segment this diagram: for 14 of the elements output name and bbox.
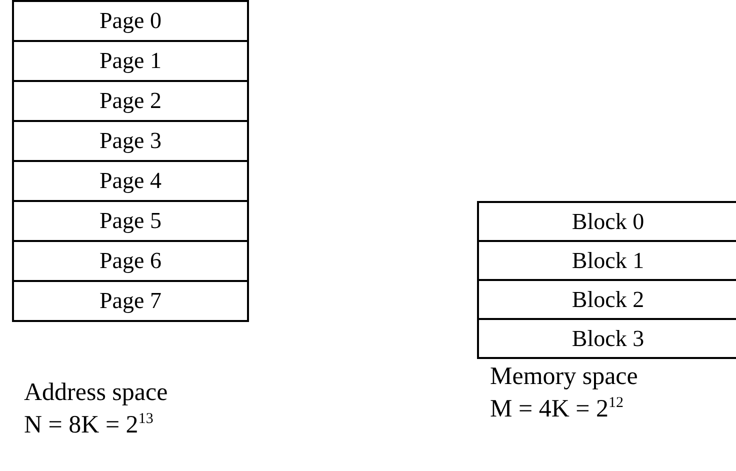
size-formula: N = 8K = 2$^{13}$	[24, 412, 154, 438]
table-cell: Page 0	[12, 0, 249, 42]
table-cell: Page 7	[12, 280, 249, 322]
table-cell: Page 6	[12, 240, 249, 282]
table-cell: Page 3	[12, 120, 249, 162]
table-cell: Page 4	[12, 160, 249, 202]
space-caption: Address space	[24, 380, 168, 405]
table-cell: Page 5	[12, 200, 249, 242]
space-caption: Memory space	[490, 364, 638, 389]
size-formula: M = 4K = 2$^{12}$	[490, 396, 624, 422]
table-cell: Page 1	[12, 40, 249, 82]
table-cell: Block 3	[477, 318, 736, 359]
table-cell: Page 2	[12, 80, 249, 122]
table-cell: Block 0	[477, 201, 736, 242]
